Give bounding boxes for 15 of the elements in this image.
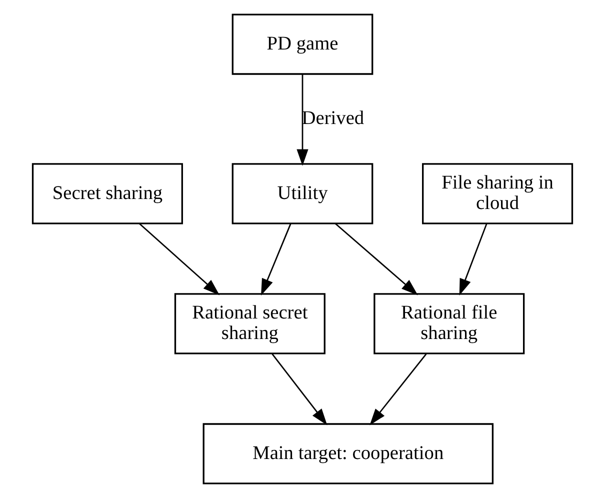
node-box: File sharing in cloud: [422, 162, 573, 224]
arrow: [138, 222, 220, 295]
node-box: PD game: [231, 13, 373, 74]
arrow: [458, 223, 487, 296]
arrow: [369, 353, 426, 425]
arrow: [334, 222, 418, 295]
node-box: Rational secret sharing: [174, 292, 325, 354]
arrow: [260, 223, 291, 295]
node-box: Main target: cooperation: [202, 422, 494, 484]
node-box: Secret sharing: [31, 162, 182, 224]
arrow: [271, 353, 327, 425]
node-box: Utility: [231, 162, 373, 224]
node-box: Rational file sharing: [373, 292, 524, 354]
edge-label: Derived: [301, 108, 364, 129]
arrow: [296, 74, 308, 166]
